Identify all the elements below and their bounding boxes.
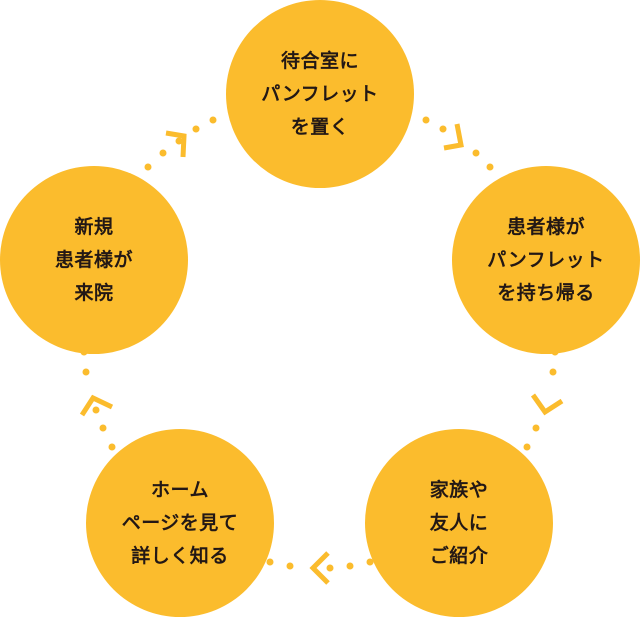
step-text: ご紹介 — [429, 544, 489, 567]
arrow-chevron-icon — [530, 393, 564, 416]
arrow-chevron-icon — [165, 130, 187, 158]
arrow-chevron-icon — [79, 394, 114, 417]
step-text: パンフレット — [261, 82, 379, 105]
step-text: パンフレット — [487, 248, 605, 271]
step-text: ページを見て — [121, 511, 239, 534]
step-text: 友人に — [429, 511, 489, 534]
step-text: 患者様が — [54, 248, 133, 271]
step-text: を持ち帰る — [497, 281, 595, 304]
step-text: 患者様が — [506, 215, 585, 238]
step-text: 新規 — [74, 215, 114, 238]
step-5-circle: 新規 患者様が 来院 — [0, 166, 188, 354]
arrow-chevron-icon — [309, 551, 330, 585]
connector-dots — [80, 116, 559, 572]
step-1-circle: 待合室に パンフレット を置く — [226, 0, 414, 188]
step-2-circle: 患者様が パンフレット を持ち帰る — [452, 166, 640, 354]
step-text: 家族や — [429, 478, 489, 501]
step-text: を置く — [290, 115, 350, 138]
step-text: 詳しく知る — [131, 544, 229, 567]
step-text: ホーム — [151, 478, 209, 501]
step-text: 待合室に — [280, 49, 359, 72]
step-3-circle: 家族や 友人に ご紹介 — [365, 429, 553, 617]
step-4-circle: ホーム ページを見て 詳しく知る — [86, 429, 274, 617]
arrow-chevron-icon — [443, 123, 464, 151]
step-text: 来院 — [74, 281, 114, 304]
